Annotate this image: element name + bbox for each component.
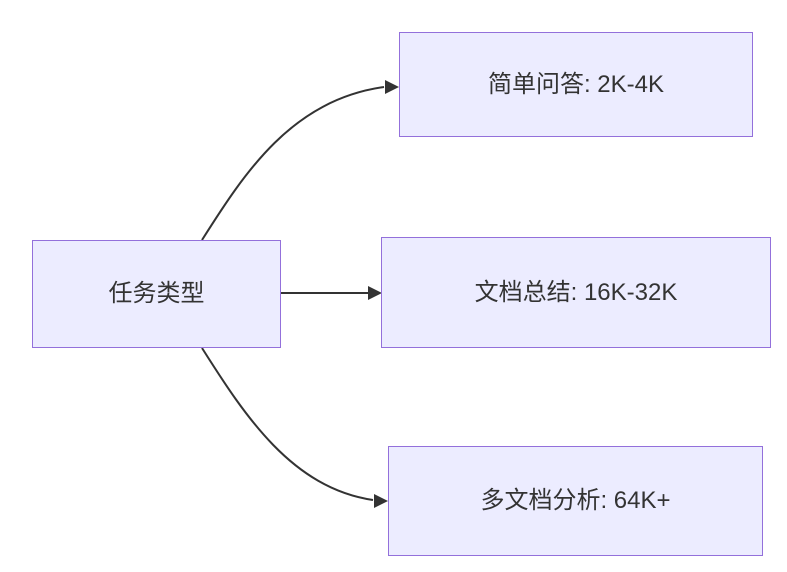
arrowhead-icon (374, 494, 388, 508)
arrowhead-icon (385, 80, 399, 94)
node-label: 多文档分析: 64K+ (480, 487, 671, 515)
edge-root-to-simple-qa (201, 86, 385, 241)
node-label: 简单问答: 2K-4K (487, 70, 665, 98)
node-label: 任务类型 (108, 280, 205, 308)
node-task-type: 任务类型 (32, 240, 281, 348)
arrowhead-icon (368, 286, 382, 300)
node-simple-qa: 简单问答: 2K-4K (399, 32, 753, 137)
edge-root-to-multi-doc (201, 347, 374, 501)
node-doc-summary: 文档总结: 16K-32K (381, 237, 771, 348)
node-label: 文档总结: 16K-32K (474, 278, 678, 306)
node-multi-doc: 多文档分析: 64K+ (388, 446, 763, 556)
